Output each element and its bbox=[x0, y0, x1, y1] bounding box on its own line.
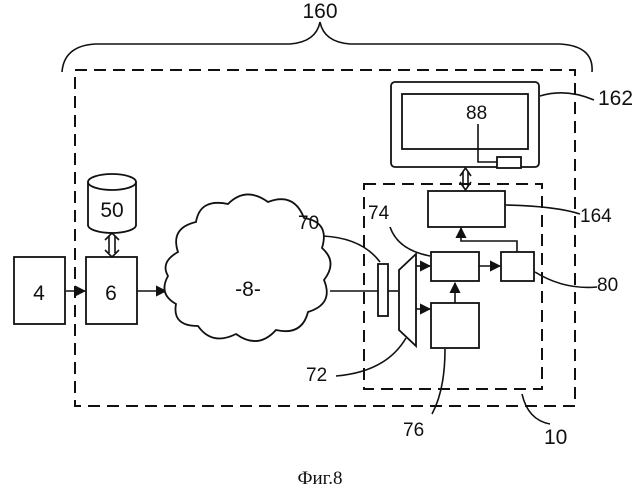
leader-70 bbox=[323, 236, 380, 262]
label-72: 72 bbox=[306, 365, 327, 386]
box-74 bbox=[431, 252, 479, 281]
leader-162 bbox=[540, 93, 594, 100]
element-88 bbox=[497, 157, 521, 168]
box-76 bbox=[431, 303, 479, 348]
display-screen bbox=[402, 94, 528, 149]
label-70: 70 bbox=[298, 213, 319, 234]
box-164 bbox=[428, 191, 505, 227]
label-88: 88 bbox=[466, 103, 487, 124]
label-74: 74 bbox=[368, 203, 390, 224]
label-160: 160 bbox=[302, 0, 337, 23]
leader-10 bbox=[522, 394, 550, 424]
link-80-to-164 bbox=[461, 228, 517, 252]
element-70 bbox=[378, 264, 388, 316]
label-76: 76 bbox=[403, 420, 424, 441]
db-server-link bbox=[105, 233, 119, 257]
leader-164 bbox=[505, 205, 580, 214]
label-10: 10 bbox=[544, 426, 567, 449]
leader-76 bbox=[432, 349, 445, 414]
element-72 bbox=[399, 254, 416, 346]
box-80 bbox=[501, 252, 534, 281]
label-162: 162 bbox=[598, 87, 633, 110]
label-164: 164 bbox=[580, 206, 612, 227]
label-network: -8- bbox=[235, 278, 261, 301]
label-80: 80 bbox=[597, 275, 618, 296]
leader-74 bbox=[390, 227, 430, 256]
leader-80 bbox=[535, 272, 597, 287]
label-6: 6 bbox=[105, 282, 117, 305]
figure-caption: Фиг.8 bbox=[297, 468, 342, 489]
leader-72 bbox=[336, 338, 406, 376]
unit-display-link bbox=[460, 168, 471, 190]
system-brace bbox=[62, 22, 592, 72]
label-4: 4 bbox=[33, 282, 45, 305]
label-50: 50 bbox=[100, 199, 123, 222]
